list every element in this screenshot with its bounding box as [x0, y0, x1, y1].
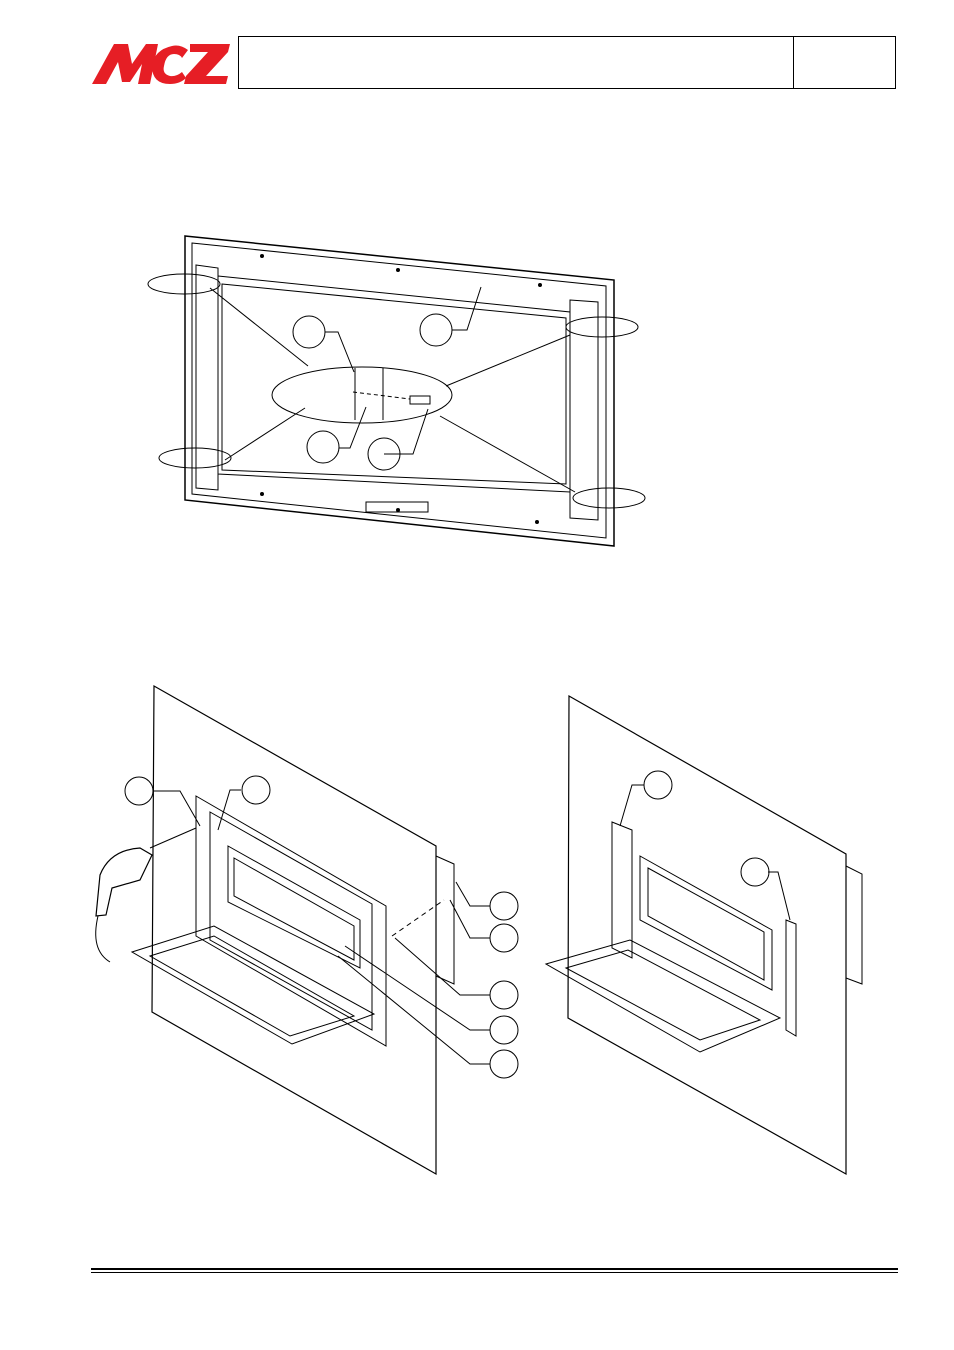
frame-outline [185, 236, 614, 546]
wall-panel [152, 686, 436, 1174]
callout-circles [293, 314, 452, 470]
callout-circles [644, 771, 769, 886]
footer-rule-thin [91, 1272, 898, 1273]
drill [96, 848, 152, 916]
frame-holes [261, 255, 542, 524]
detail-ellipses [148, 274, 645, 508]
mcz-logo [92, 42, 232, 86]
drop-door [132, 926, 374, 1044]
header-title [239, 37, 794, 88]
leader-lines [210, 286, 575, 492]
wall-panel [568, 696, 846, 1174]
callout-circles [125, 776, 518, 1078]
footer-rule-thick [91, 1268, 898, 1270]
header-box [238, 36, 896, 89]
drop-door [546, 940, 780, 1052]
